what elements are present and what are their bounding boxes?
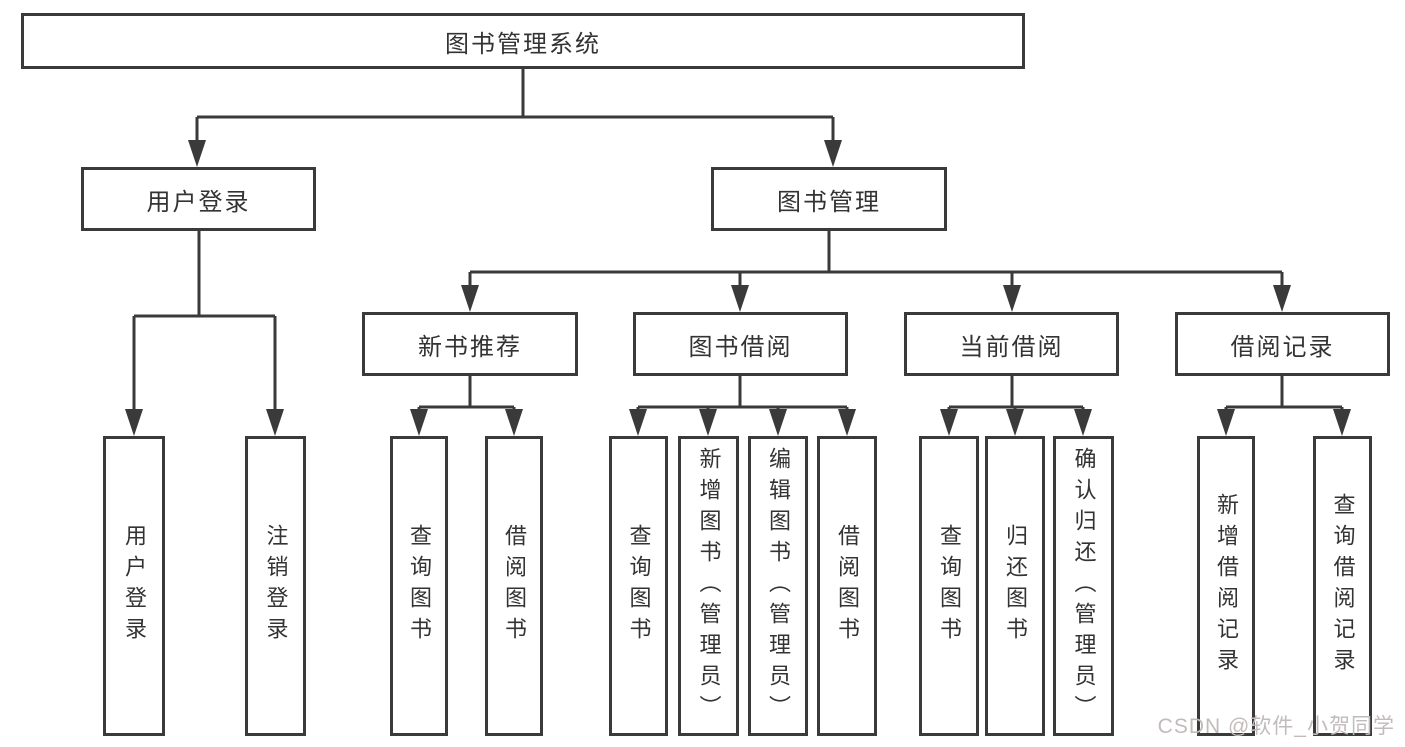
- wire-records-split: [1224, 375, 1344, 411]
- leaf-records-add-record: 新增借阅记录: [1197, 436, 1255, 736]
- leaf-borrow-query-books: 查询图书: [609, 436, 668, 736]
- node-current-borrowing: 当前借阅: [904, 312, 1119, 376]
- wire-root-to-level2: [195, 67, 835, 141]
- node-borrowing-records: 借阅记录: [1175, 312, 1390, 376]
- leaf-borrow-add-books-admin: 新增图书（管理员）: [678, 436, 739, 736]
- leaf-newbook-query-books: 查询图书: [390, 436, 448, 736]
- leaf-user-login: 用户登录: [103, 436, 165, 736]
- arrowheads: [125, 140, 1351, 436]
- wire-bookmgmt-split: [468, 230, 1284, 286]
- leaf-borrow-borrow-books: 借阅图书: [817, 436, 877, 736]
- wire-current-split: [947, 375, 1085, 411]
- leaf-logout: 注销登录: [245, 436, 306, 736]
- node-book-management: 图书管理: [711, 167, 947, 231]
- wire-userlogin-split: [132, 230, 277, 411]
- node-new-book-recommend: 新书推荐: [362, 312, 578, 376]
- leaf-current-confirm-return-admin: 确认归还（管理员）: [1053, 436, 1114, 736]
- wire-borrow-split: [636, 375, 849, 411]
- csdn-watermark: CSDN @软件_小贺同学: [1157, 715, 1395, 738]
- leaf-borrow-edit-books-admin: 编辑图书（管理员）: [748, 436, 808, 736]
- node-library-system: 图书管理系统: [21, 13, 1025, 69]
- node-user-login: 用户登录: [81, 167, 316, 231]
- leaf-current-return-books: 归还图书: [985, 436, 1045, 736]
- leaf-records-query-record: 查询借阅记录: [1313, 436, 1372, 736]
- wire-newbook-split: [417, 375, 516, 411]
- leaf-newbook-borrow-books: 借阅图书: [485, 436, 543, 736]
- node-book-borrowing: 图书借阅: [633, 312, 848, 376]
- leaf-current-query-books: 查询图书: [919, 436, 979, 736]
